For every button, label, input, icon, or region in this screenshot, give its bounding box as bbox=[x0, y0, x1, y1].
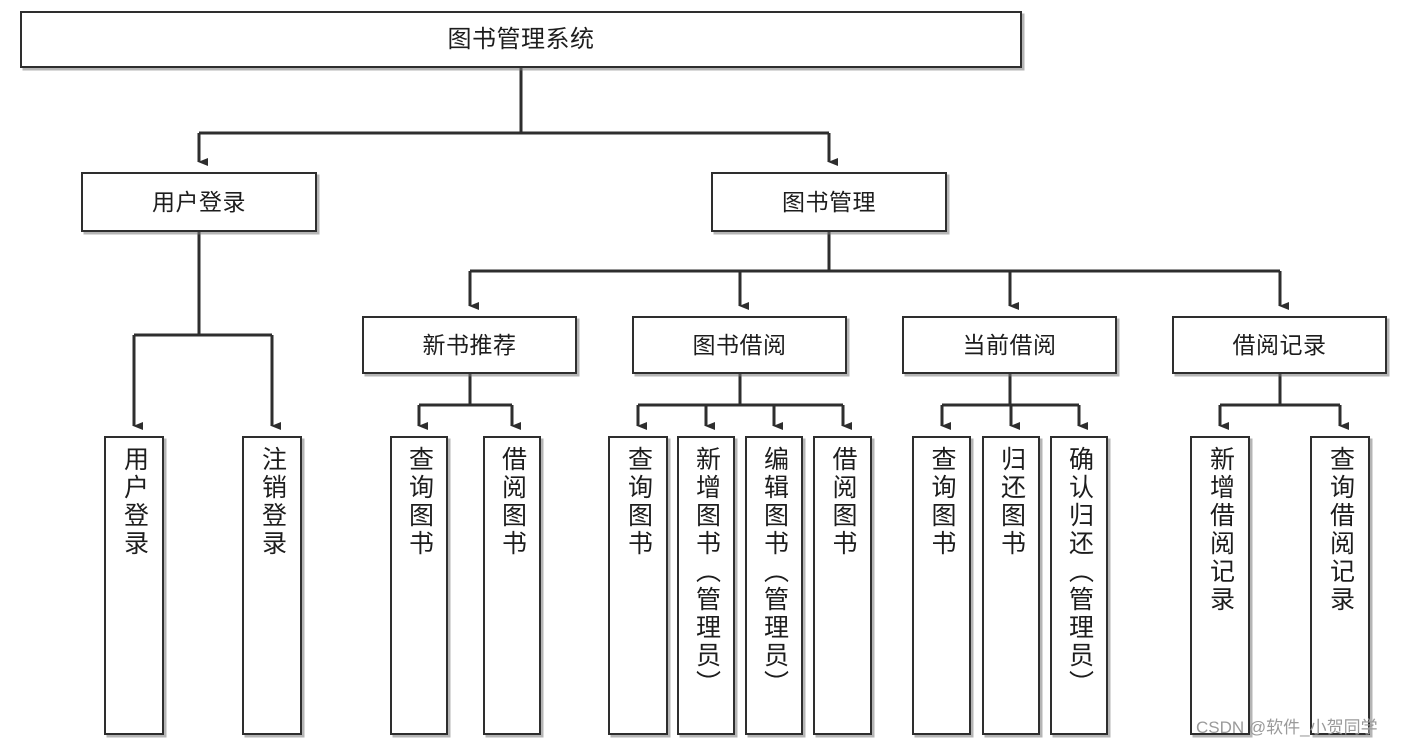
node-user-login[interactable]: 用户登录 bbox=[81, 172, 317, 232]
node-leaf-borrow-book-2-label: 借阅图书 bbox=[829, 446, 857, 558]
node-leaf-query-book-2[interactable]: 查询图书 bbox=[608, 436, 668, 735]
node-new-book-rec-label: 新书推荐 bbox=[422, 331, 517, 358]
node-leaf-confirm-return-label: 确认归还（管理员） bbox=[1065, 446, 1094, 698]
node-leaf-borrow-book-1-label: 借阅图书 bbox=[498, 446, 527, 558]
node-book-manage-label: 图书管理 bbox=[782, 188, 876, 215]
node-leaf-return-book-label: 归还图书 bbox=[997, 446, 1026, 558]
node-leaf-add-record-label: 新增借阅记录 bbox=[1206, 446, 1235, 614]
node-book-borrow-label: 图书借阅 bbox=[692, 331, 787, 358]
node-leaf-query-record-label: 查询借阅记录 bbox=[1326, 446, 1355, 614]
node-root-label: 图书管理系统 bbox=[447, 25, 595, 53]
node-user-login-label: 用户登录 bbox=[152, 188, 246, 215]
node-leaf-edit-book-label: 编辑图书（管理员） bbox=[760, 446, 789, 698]
node-leaf-user-logout-label: 注销登录 bbox=[258, 446, 287, 558]
node-leaf-query-book-1-label: 查询图书 bbox=[405, 446, 434, 558]
node-leaf-user-login-label: 用户登录 bbox=[120, 446, 149, 558]
node-book-borrow[interactable]: 图书借阅 bbox=[632, 316, 847, 374]
node-leaf-confirm-return[interactable]: 确认归还（管理员） bbox=[1050, 436, 1108, 735]
node-leaf-return-book[interactable]: 归还图书 bbox=[982, 436, 1040, 735]
watermark-text: CSDN @软件_小贺同学 bbox=[1196, 718, 1378, 737]
node-leaf-borrow-book-1[interactable]: 借阅图书 bbox=[483, 436, 541, 735]
node-new-book-rec[interactable]: 新书推荐 bbox=[362, 316, 577, 374]
node-leaf-query-book-2-label: 查询图书 bbox=[624, 446, 653, 558]
node-borrow-record-label: 借阅记录 bbox=[1232, 331, 1327, 358]
node-borrow-record[interactable]: 借阅记录 bbox=[1172, 316, 1387, 374]
node-root[interactable]: 图书管理系统 bbox=[20, 11, 1022, 68]
node-leaf-query-book-1[interactable]: 查询图书 bbox=[390, 436, 448, 735]
node-leaf-edit-book[interactable]: 编辑图书（管理员） bbox=[745, 436, 803, 735]
node-leaf-query-book-3[interactable]: 查询图书 bbox=[912, 436, 971, 735]
node-leaf-user-login[interactable]: 用户登录 bbox=[104, 436, 164, 735]
node-leaf-add-book-label: 新增图书（管理员） bbox=[692, 446, 721, 698]
node-leaf-add-book[interactable]: 新增图书（管理员） bbox=[677, 436, 735, 735]
node-leaf-query-record[interactable]: 查询借阅记录 bbox=[1310, 436, 1370, 735]
node-leaf-user-logout[interactable]: 注销登录 bbox=[242, 436, 302, 735]
node-leaf-borrow-book-2[interactable]: 借阅图书 bbox=[813, 436, 872, 735]
node-book-manage[interactable]: 图书管理 bbox=[711, 172, 947, 232]
node-current-borrow-label: 当前借阅 bbox=[962, 331, 1057, 358]
node-leaf-add-record[interactable]: 新增借阅记录 bbox=[1190, 436, 1250, 735]
node-leaf-query-book-3-label: 查询图书 bbox=[928, 446, 956, 558]
node-current-borrow[interactable]: 当前借阅 bbox=[902, 316, 1117, 374]
